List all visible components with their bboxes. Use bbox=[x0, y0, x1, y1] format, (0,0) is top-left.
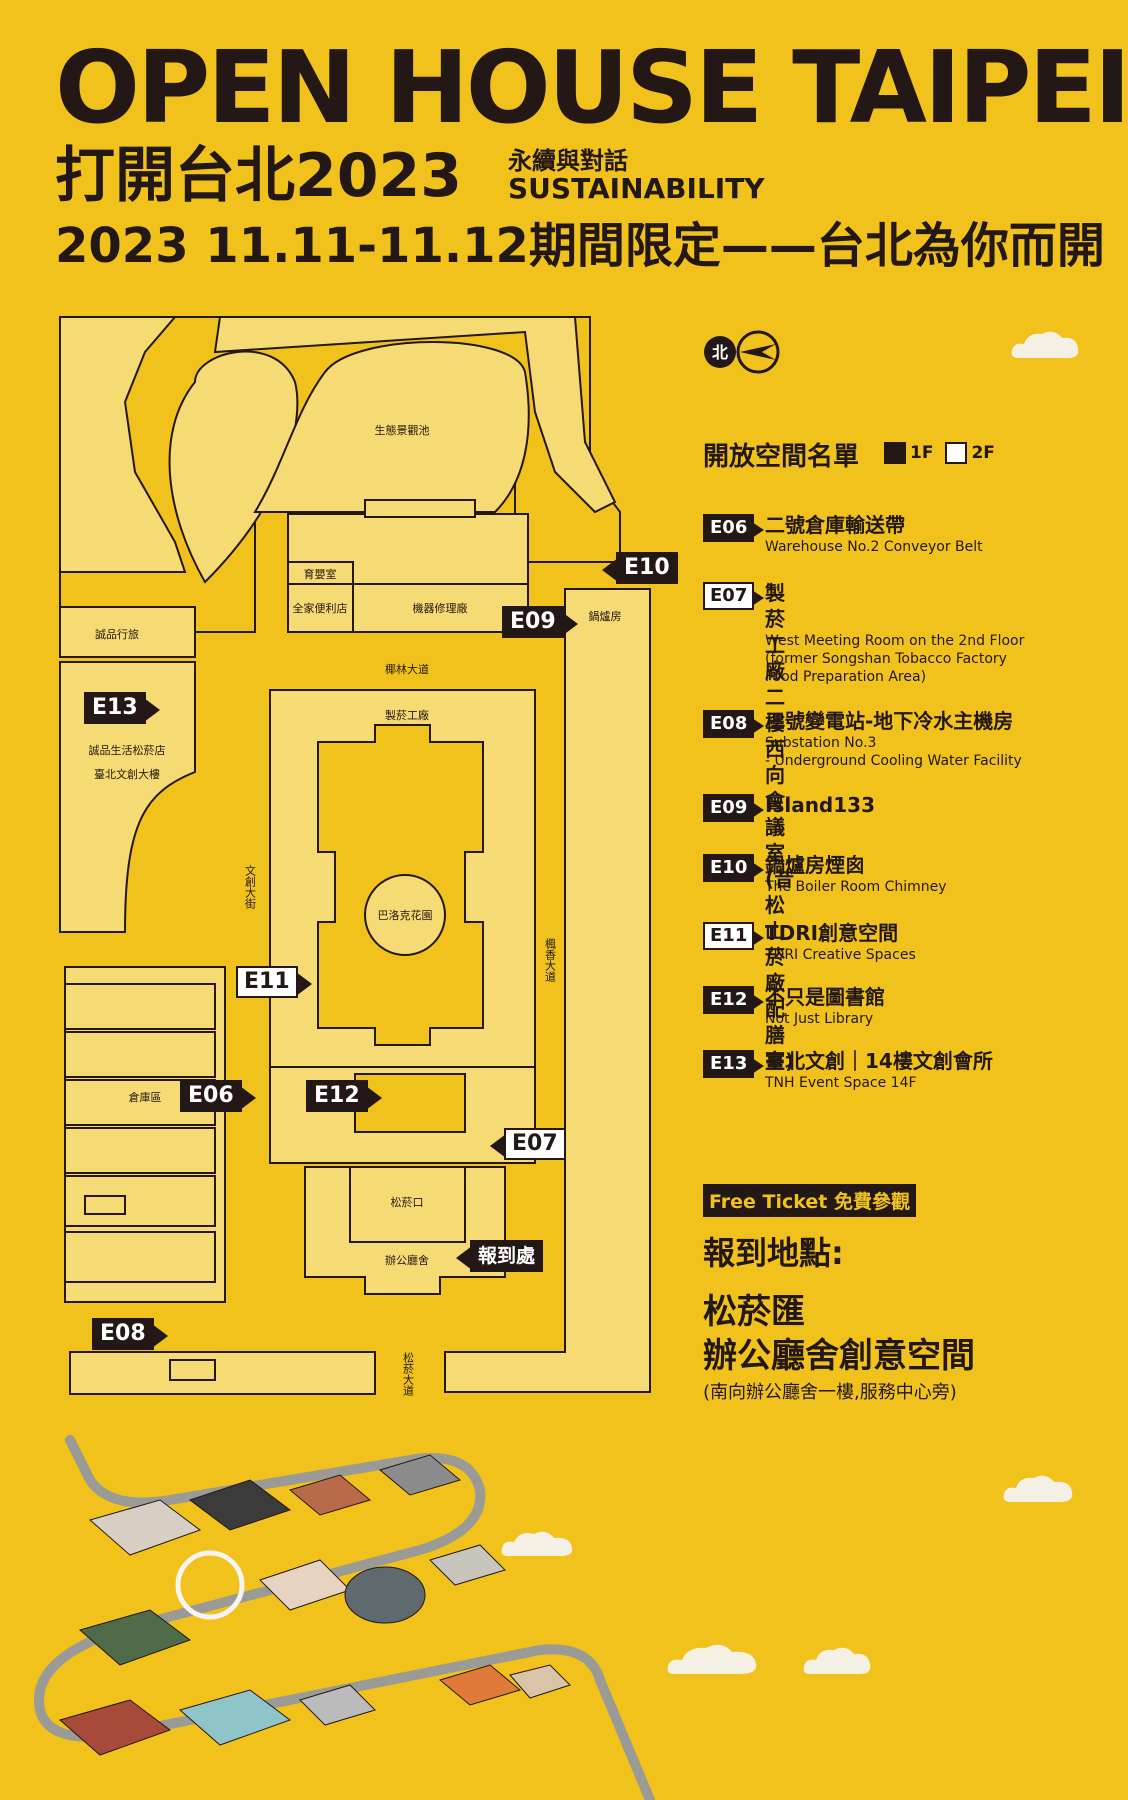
compass-icon: 北 bbox=[704, 330, 780, 374]
list-code: E08 bbox=[703, 710, 765, 738]
site-map: 生態景觀池 育嬰室 全家便利店 機器修理廠 鍋爐房 誠品行旅 誠品生活松菸店 臺… bbox=[55, 312, 665, 1416]
map-tag-checkin[interactable]: 報到處 bbox=[455, 1240, 544, 1272]
list-code: E06 bbox=[703, 514, 765, 542]
list-header: 開放空間名單 bbox=[703, 442, 860, 472]
map-tag-e13[interactable]: E13 bbox=[84, 692, 160, 724]
theme-en: SUSTAINABILITY bbox=[508, 172, 765, 206]
label-maple-ave: 楓香大道 bbox=[544, 937, 557, 982]
map-tag-e12[interactable]: E12 bbox=[306, 1080, 382, 1112]
map-tag-e06[interactable]: E06 bbox=[180, 1080, 256, 1112]
list-zh: 製菸工廠二樓西向會議室 (昔松山菸廠配膳室) bbox=[765, 581, 795, 1073]
legend-swatch-1f bbox=[884, 442, 906, 464]
label-eslite-hotel: 誠品行旅 bbox=[95, 627, 139, 641]
map-tag-e09[interactable]: E09 bbox=[502, 606, 578, 638]
list-zh: TDRI創意空間 bbox=[765, 921, 899, 945]
list-zh: 三號變電站-地下冷水主機房 bbox=[765, 709, 1014, 733]
label-warehouse: 倉庫區 bbox=[129, 1090, 162, 1104]
cloud-icon bbox=[501, 1531, 573, 1556]
label-boiler: 鍋爐房 bbox=[589, 609, 622, 623]
checkin-venue: 松菸匯 辦公廳舍創意空間 bbox=[703, 1292, 975, 1376]
floor-legend: 1F 2F bbox=[884, 442, 995, 464]
list-zh: 鍋爐房煙囪 bbox=[765, 853, 865, 877]
list-code: E13 bbox=[703, 1050, 765, 1078]
label-machine: 機器修理廠 bbox=[413, 601, 468, 615]
label-palm-ave: 椰林大道 bbox=[385, 662, 429, 676]
page-title: OPEN HOUSE TAIPEI bbox=[55, 29, 1128, 146]
label-familymart: 全家便利店 bbox=[293, 601, 348, 615]
event-title-zh: 打開台北2023 bbox=[55, 141, 462, 211]
date-line: 2023 11.11-11.12期間限定——台北為你而開 bbox=[55, 218, 1105, 274]
north-label: 北 bbox=[712, 343, 728, 362]
theme: 永續與對話 SUSTAINABILITY bbox=[508, 148, 765, 205]
list-en: TDRI Creative Spaces bbox=[765, 947, 916, 963]
free-ticket-badge: Free Ticket 免費參觀 bbox=[703, 1184, 916, 1217]
cloud-icon bbox=[1011, 331, 1079, 358]
map-tag-e11[interactable]: E11 bbox=[236, 966, 312, 998]
list-code: E07 bbox=[703, 582, 765, 610]
list-en: The Boiler Room Chimney bbox=[765, 879, 947, 895]
label-nursery: 育嬰室 bbox=[304, 567, 337, 581]
label-pond: 生態景觀池 bbox=[375, 423, 430, 437]
list-zh: Island133 bbox=[765, 793, 875, 817]
label-office: 辦公廳舍 bbox=[385, 1253, 429, 1267]
list-zh: 二號倉庫輸送帶 bbox=[765, 513, 905, 537]
site-map-svg: 生態景觀池 育嬰室 全家便利店 機器修理廠 鍋爐房 誠品行旅 誠品生活松菸店 臺… bbox=[59, 316, 651, 1396]
list-en: Not Just Library bbox=[765, 1011, 874, 1027]
map-tag-e10[interactable]: E10 bbox=[602, 552, 678, 584]
list-en: TNH Event Space 14F bbox=[765, 1075, 917, 1091]
theme-zh: 永續與對話 bbox=[508, 147, 628, 175]
legend-2f: 2F bbox=[971, 443, 995, 463]
legend-swatch-2f bbox=[945, 442, 968, 464]
list-en: Warehouse No.2 Conveyor Belt bbox=[765, 539, 983, 555]
list-code: E09 bbox=[703, 794, 765, 822]
legend-1f: 1F bbox=[910, 443, 934, 463]
label-songyan-ave: 松菸大道 bbox=[402, 1351, 415, 1396]
label-tnh: 臺北文創大樓 bbox=[94, 767, 160, 781]
label-factory: 製菸工廠 bbox=[385, 708, 429, 722]
list-code: E12 bbox=[703, 986, 765, 1014]
list-en: Substation No.3 - Underground Cooling Wa… bbox=[765, 735, 1022, 769]
checkin-label: 報到地點: bbox=[703, 1234, 844, 1272]
list-code: E11 bbox=[703, 922, 765, 950]
north-indicator: 北 bbox=[704, 330, 784, 384]
label-wenchuang-st: 文創大街 bbox=[244, 864, 257, 910]
label-baroque: 巴洛克花園 bbox=[378, 908, 433, 922]
cloud-icon bbox=[803, 1647, 871, 1674]
cloud-icon bbox=[667, 1644, 757, 1674]
list-en: West Meeting Room on the 2nd Floor (form… bbox=[765, 633, 1025, 685]
map-tag-e07[interactable]: E07 bbox=[490, 1128, 566, 1160]
city-illustration bbox=[34, 1435, 655, 1800]
cloud-icon bbox=[1003, 1475, 1073, 1502]
label-songyan-gate: 松菸口 bbox=[391, 1195, 424, 1209]
map-tag-e08[interactable]: E08 bbox=[92, 1318, 168, 1350]
checkin-venue-note: (南向辦公廳舍一樓,服務中心旁) bbox=[703, 1382, 957, 1403]
label-eslite-store: 誠品生活松菸店 bbox=[89, 743, 166, 757]
list-zh: 臺北文創｜14樓文創會所 bbox=[765, 1049, 993, 1073]
list-zh: 不只是圖書館 bbox=[765, 985, 885, 1009]
list-code: E10 bbox=[703, 854, 765, 882]
